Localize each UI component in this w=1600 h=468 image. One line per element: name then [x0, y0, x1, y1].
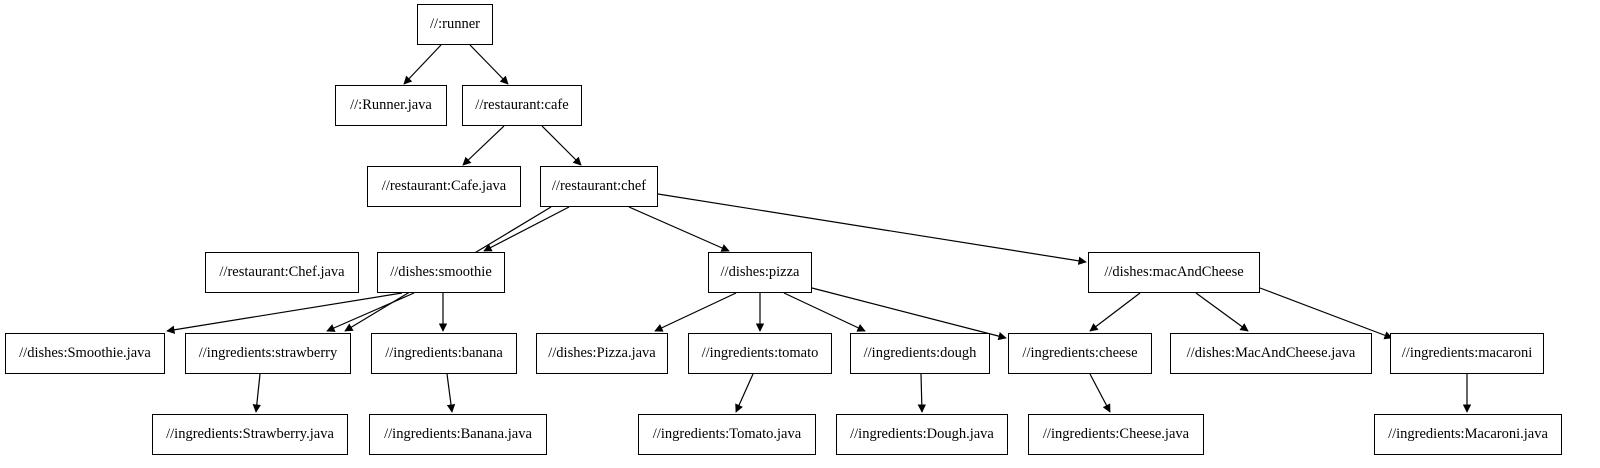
graph-node-tomato_java[interactable]: //ingredients:Tomato.java	[638, 414, 816, 455]
graph-node-ing_banana[interactable]: //ingredients:banana	[371, 333, 517, 374]
graph-node-label: //ingredients:Cheese.java	[1042, 426, 1190, 443]
graph-node-label: //dishes:Pizza.java	[548, 345, 656, 362]
graph-node-macandchz_java[interactable]: //dishes:MacAndCheese.java	[1170, 333, 1372, 374]
graph-node-dishes_macandchz[interactable]: //dishes:macAndCheese	[1088, 252, 1260, 293]
graph-node-label: //ingredients:Strawberry.java	[166, 426, 334, 443]
graph-node-runner_java[interactable]: //:Runner.java	[335, 85, 447, 126]
graph-node-label: //ingredients:Macaroni.java	[1388, 426, 1548, 443]
graph-node-label: //ingredients:Banana.java	[384, 426, 532, 443]
graph-node-label: //ingredients:banana	[385, 345, 503, 362]
graph-node-strawberry_java[interactable]: //ingredients:Strawberry.java	[152, 414, 348, 455]
graph-node-chef_java[interactable]: //restaurant:Chef.java	[205, 252, 359, 293]
graph-node-ing_strawberry[interactable]: //ingredients:strawberry	[185, 333, 351, 374]
graph-node-smoothie_java[interactable]: //dishes:Smoothie.java	[5, 333, 165, 374]
graph-node-label: //restaurant:Chef.java	[219, 264, 345, 281]
graph-node-cheese_java[interactable]: //ingredients:Cheese.java	[1028, 414, 1204, 455]
graph-node-dough_java[interactable]: //ingredients:Dough.java	[836, 414, 1008, 455]
graph-node-ing_tomato[interactable]: //ingredients:tomato	[688, 333, 832, 374]
graph-node-cafe_java[interactable]: //restaurant:Cafe.java	[367, 166, 521, 207]
graph-node-macaroni_java[interactable]: //ingredients:Macaroni.java	[1374, 414, 1562, 455]
graph-node-label: //restaurant:cafe	[475, 97, 569, 114]
graph-node-label: //ingredients:strawberry	[198, 345, 338, 362]
graph-node-ing_cheese[interactable]: //ingredients:cheese	[1008, 333, 1152, 374]
graph-node-ing_macaroni[interactable]: //ingredients:macaroni	[1390, 333, 1544, 374]
graph-node-label: //ingredients:macaroni	[1401, 345, 1533, 362]
graph-node-runner[interactable]: //:runner	[417, 4, 493, 45]
graph-node-label: //ingredients:cheese	[1022, 345, 1138, 362]
graph-node-label: //dishes:Smoothie.java	[19, 345, 151, 362]
graph-node-restaurant_cafe[interactable]: //restaurant:cafe	[462, 85, 582, 126]
graph-node-label: //dishes:macAndCheese	[1104, 264, 1244, 281]
graph-node-pizza_java[interactable]: //dishes:Pizza.java	[536, 333, 668, 374]
graph-node-label: //ingredients:tomato	[701, 345, 819, 362]
graph-node-restaurant_chef[interactable]: //restaurant:chef	[540, 166, 658, 207]
graph-node-label: //:runner	[430, 16, 480, 33]
graph-node-label: //ingredients:Dough.java	[850, 426, 994, 443]
graph-node-label: //dishes:smoothie	[390, 264, 492, 281]
graph-node-label: //dishes:pizza	[720, 264, 800, 281]
graph-node-dishes_smoothie[interactable]: //dishes:smoothie	[377, 252, 505, 293]
graph-node-label: //dishes:MacAndCheese.java	[1186, 345, 1356, 362]
graph-node-label: //ingredients:dough	[863, 345, 977, 362]
graph-node-dishes_pizza[interactable]: //dishes:pizza	[708, 252, 812, 293]
graph-node-banana_java[interactable]: //ingredients:Banana.java	[369, 414, 547, 455]
graph-node-ing_dough[interactable]: //ingredients:dough	[850, 333, 990, 374]
graph-node-label: //:Runner.java	[350, 97, 432, 114]
graph-node-label: //ingredients:Tomato.java	[652, 426, 802, 443]
graph-node-label: //restaurant:Cafe.java	[381, 178, 507, 195]
graph-node-label: //restaurant:chef	[551, 178, 647, 195]
